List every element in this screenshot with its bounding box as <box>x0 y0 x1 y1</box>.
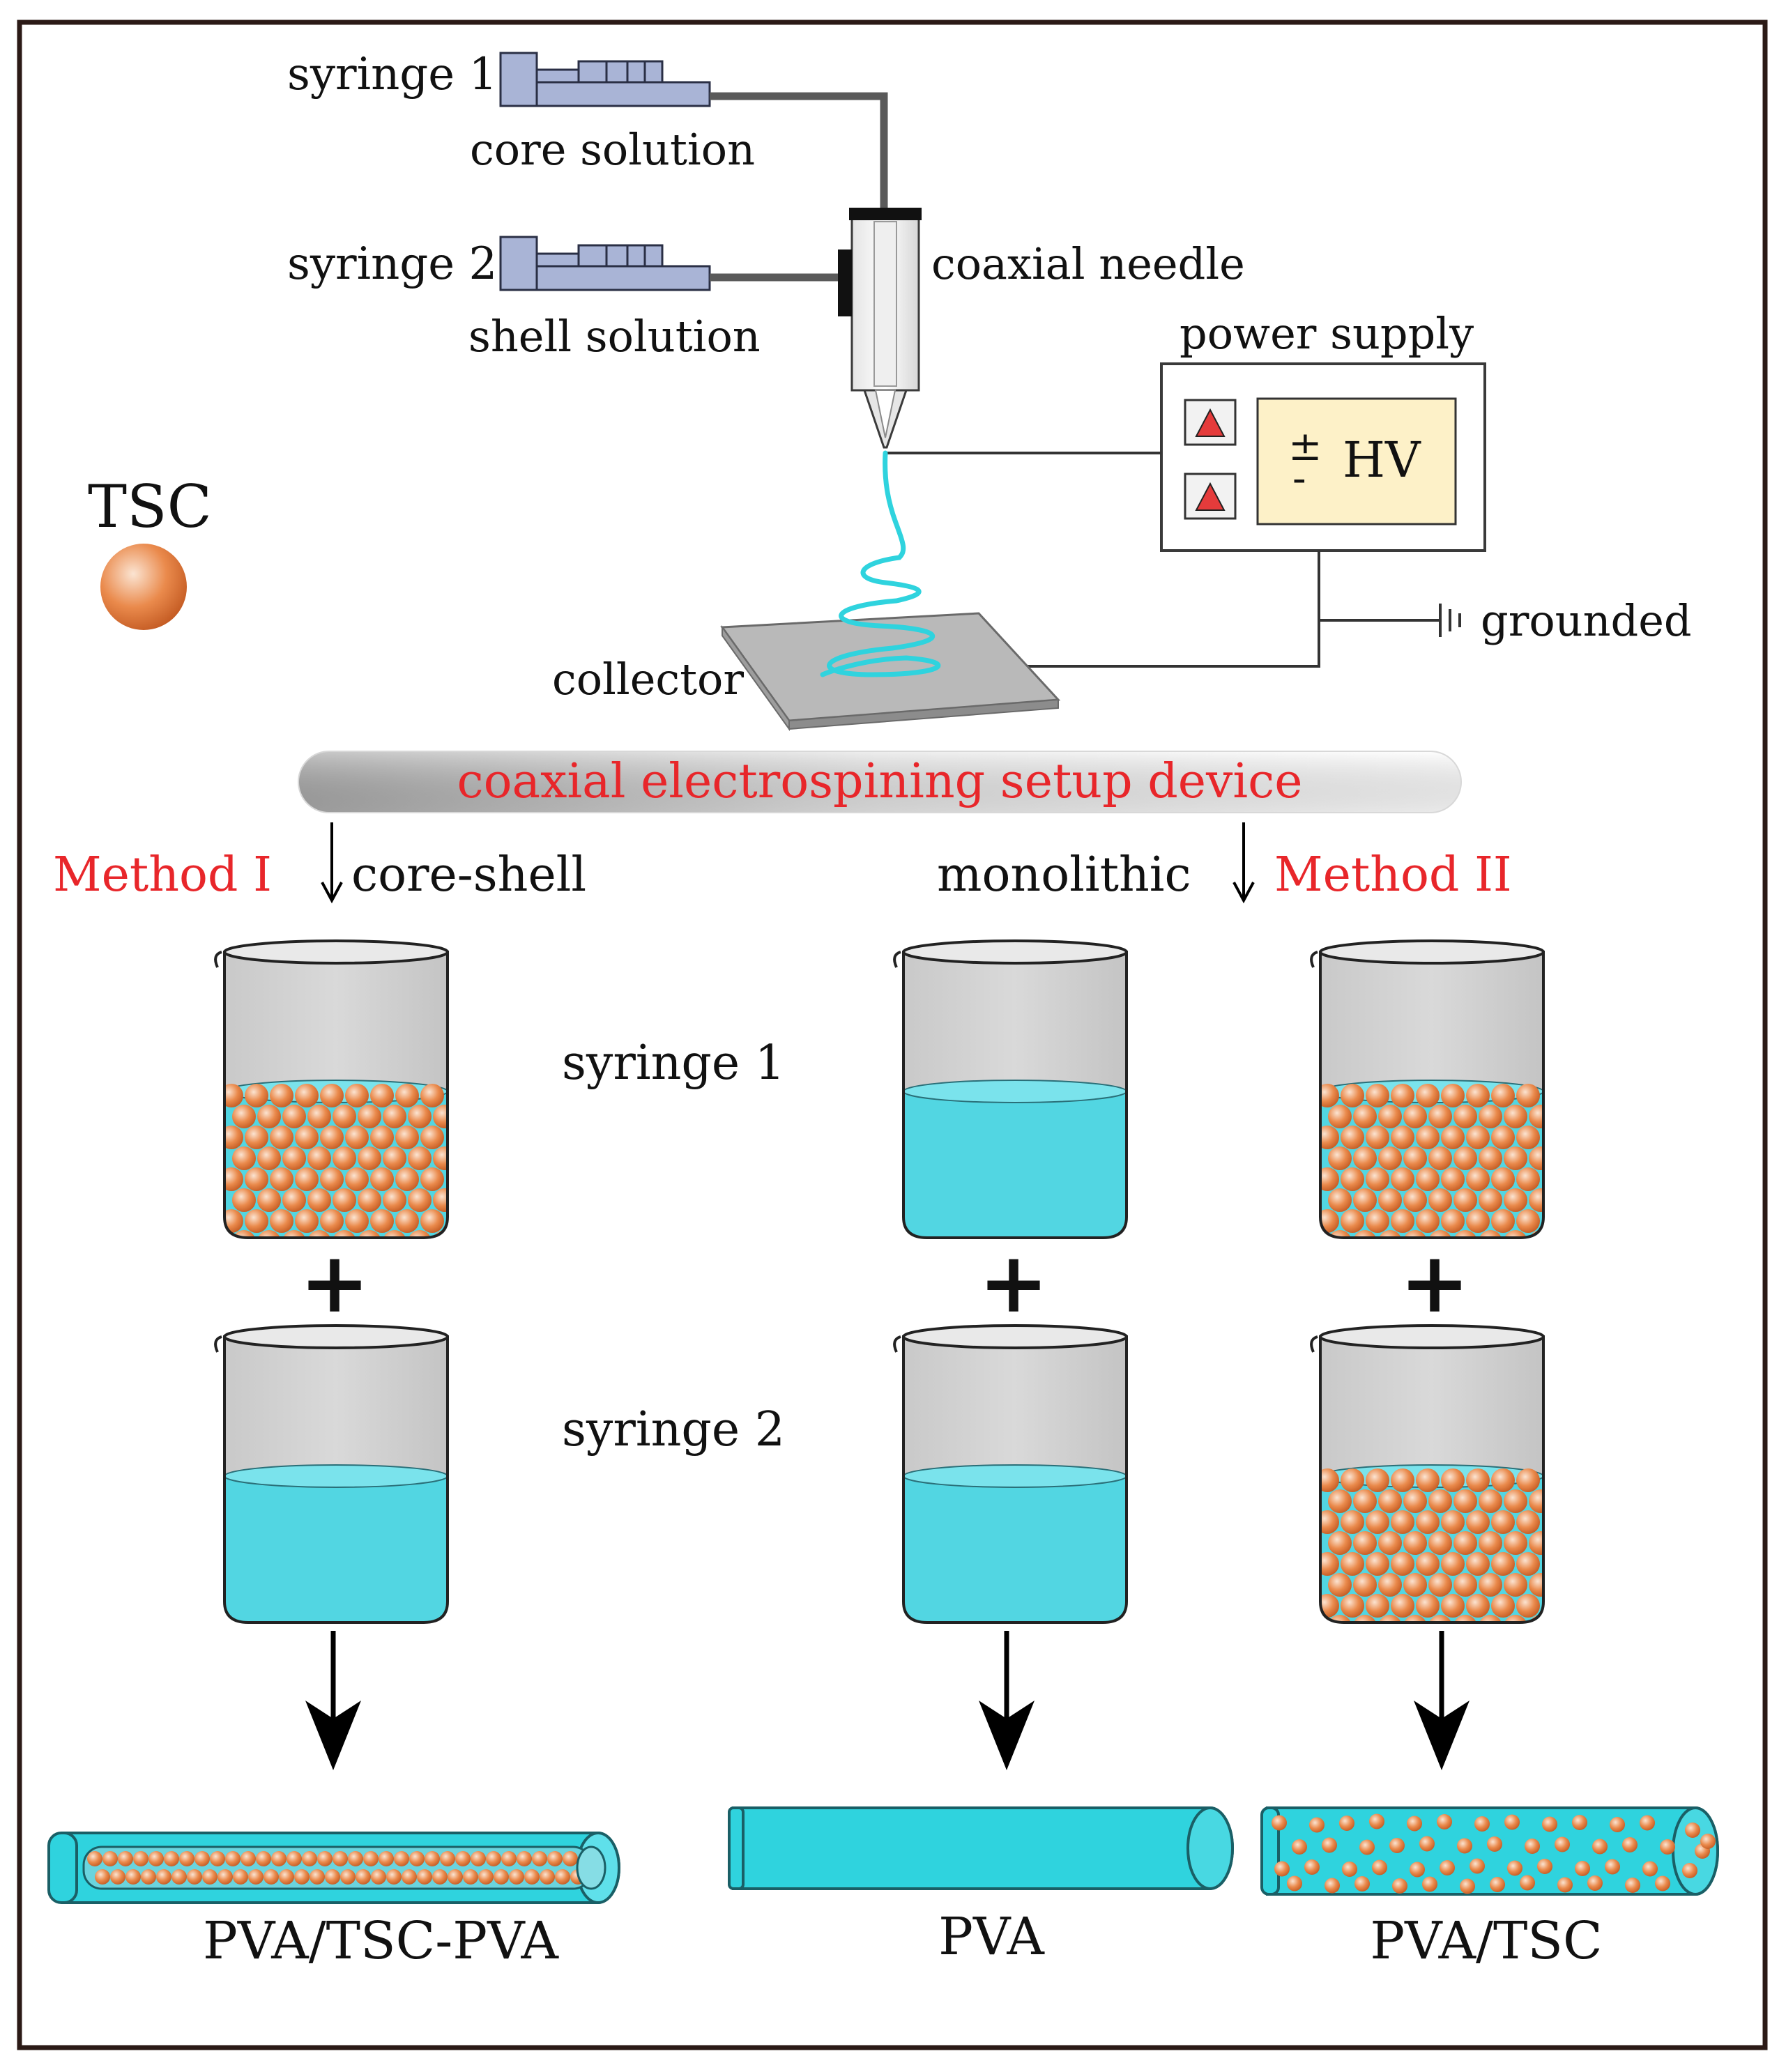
hv-plus-sign: ± <box>1288 422 1322 470</box>
beaker-outline <box>1319 951 1545 1239</box>
grounded-label: grounded <box>1481 595 1692 646</box>
beaker-outline <box>902 1335 1128 1624</box>
beaker-particles <box>1320 1468 1543 1622</box>
power-button-down-icon <box>1195 482 1226 511</box>
core-solution-label: core solution <box>470 124 755 175</box>
fiber-core-shell <box>47 1832 620 1904</box>
product-1-label: PVA/TSC-PVA <box>203 1911 559 1971</box>
coaxial-needle-label: coaxial needle <box>931 238 1245 289</box>
beaker-spout <box>214 951 222 968</box>
hv-minus-sign: - <box>1292 454 1306 502</box>
method-1-label: Method I <box>53 847 272 903</box>
tsc-label: TSC <box>88 473 212 541</box>
result-arrow-col2 <box>979 1631 1035 1770</box>
beaker-rim <box>223 1324 449 1349</box>
method-1-arrow-icon <box>321 822 343 904</box>
syringe-1-group: syringe 1 core solution <box>287 49 755 175</box>
beaker-spout <box>893 951 901 968</box>
beakers-layer <box>214 939 1545 1624</box>
fiber-core <box>82 1845 606 1890</box>
setup-banner: coaxial electrospining setup device <box>298 751 1462 813</box>
coaxial-needle <box>838 208 922 449</box>
fiber-core-particles <box>87 1851 600 1885</box>
beaker-spout <box>1310 1335 1318 1353</box>
fiber-monolithic <box>728 1806 1234 1890</box>
fiber-end <box>1260 1806 1280 1896</box>
power-supply-box: ± - HV <box>1160 362 1486 552</box>
beaker-rim <box>1319 939 1545 965</box>
beaker-outline <box>223 1335 449 1624</box>
beaker-liquid <box>224 1464 448 1622</box>
plus-sign-col3: + <box>1400 1234 1470 1332</box>
tsc-particle-icon <box>100 544 187 630</box>
result-arrow-col1 <box>305 1631 361 1770</box>
beaker-outline <box>1319 1335 1545 1624</box>
beaker-outline <box>223 951 449 1239</box>
beaker-rim <box>902 939 1128 965</box>
beaker-outline <box>902 951 1128 1239</box>
power-button-up-icon <box>1195 408 1226 437</box>
beaker-rim <box>902 1324 1128 1349</box>
method-2-label: Method II <box>1274 847 1512 903</box>
shell-solution-label: shell solution <box>468 311 761 362</box>
beaker-spout <box>1310 951 1318 968</box>
method-2-arrow-icon <box>1232 822 1255 904</box>
beaker-rim <box>1319 1324 1545 1349</box>
fiber-blend <box>1260 1806 1719 1896</box>
result-arrows <box>305 1631 1470 1770</box>
beaker-col2-syringe2 <box>893 1324 1128 1624</box>
spinning-jet <box>820 450 941 677</box>
syringe-1-icon <box>499 52 711 107</box>
hv-label: HV <box>1343 431 1421 489</box>
beaker-rim <box>223 939 449 965</box>
syringe-1-row-label: syringe 1 <box>562 1036 785 1091</box>
fibers-layer <box>47 1806 1719 1904</box>
beaker-particles <box>1320 1084 1543 1238</box>
syringe-2-label: syringe 2 <box>287 238 497 290</box>
beaker-col3-syringe1 <box>1310 939 1545 1239</box>
result-arrow-col3 <box>1414 1631 1470 1770</box>
fiber-particles <box>1272 1813 1716 1894</box>
core-tube <box>710 92 888 209</box>
beaker-spout <box>214 1335 222 1353</box>
hv-display <box>1256 397 1457 525</box>
collector-label: collector <box>552 654 744 705</box>
beaker-col3-syringe2 <box>1310 1324 1545 1624</box>
beaker-col2-syringe1 <box>893 939 1128 1239</box>
monolithic-label: monolithic <box>937 847 1191 903</box>
plus-sign-col1: + <box>300 1234 370 1332</box>
syringe-1-label: syringe 1 <box>287 49 497 100</box>
product-2-label: PVA <box>938 1907 1045 1967</box>
beaker-col1-syringe1 <box>214 939 449 1239</box>
fiber-face <box>1186 1806 1234 1890</box>
beaker-col1-syringe2 <box>214 1324 449 1624</box>
beaker-liquid <box>903 1464 1127 1622</box>
power-supply-label: power supply <box>1180 308 1474 359</box>
beaker-liquid <box>1320 1080 1543 1238</box>
collector-plate <box>720 612 1061 732</box>
ground-symbol-icon <box>1439 604 1461 637</box>
plus-sign-col2: + <box>979 1234 1049 1332</box>
beaker-spout <box>893 1335 901 1353</box>
syringe-2-row-label: syringe 2 <box>562 1402 785 1457</box>
product-3-label: PVA/TSC <box>1370 1911 1602 1971</box>
fiber-shell-end <box>47 1832 78 1904</box>
beaker-liquid <box>903 1080 1127 1238</box>
beaker-liquid <box>224 1080 448 1238</box>
power-ground-wire <box>1023 551 1320 668</box>
beaker-particles <box>224 1084 448 1238</box>
syringe-2-icon <box>499 236 711 291</box>
beaker-liquid <box>1320 1464 1543 1622</box>
fiber-end <box>728 1806 745 1890</box>
setup-banner-text: coaxial electrospining setup device <box>457 754 1303 809</box>
syringe-2-group: syringe 2 shell solution <box>287 236 761 362</box>
plus-signs: + + + <box>300 1234 1470 1332</box>
core-shell-label: core-shell <box>351 847 586 903</box>
fiber-body <box>732 1806 1234 1890</box>
